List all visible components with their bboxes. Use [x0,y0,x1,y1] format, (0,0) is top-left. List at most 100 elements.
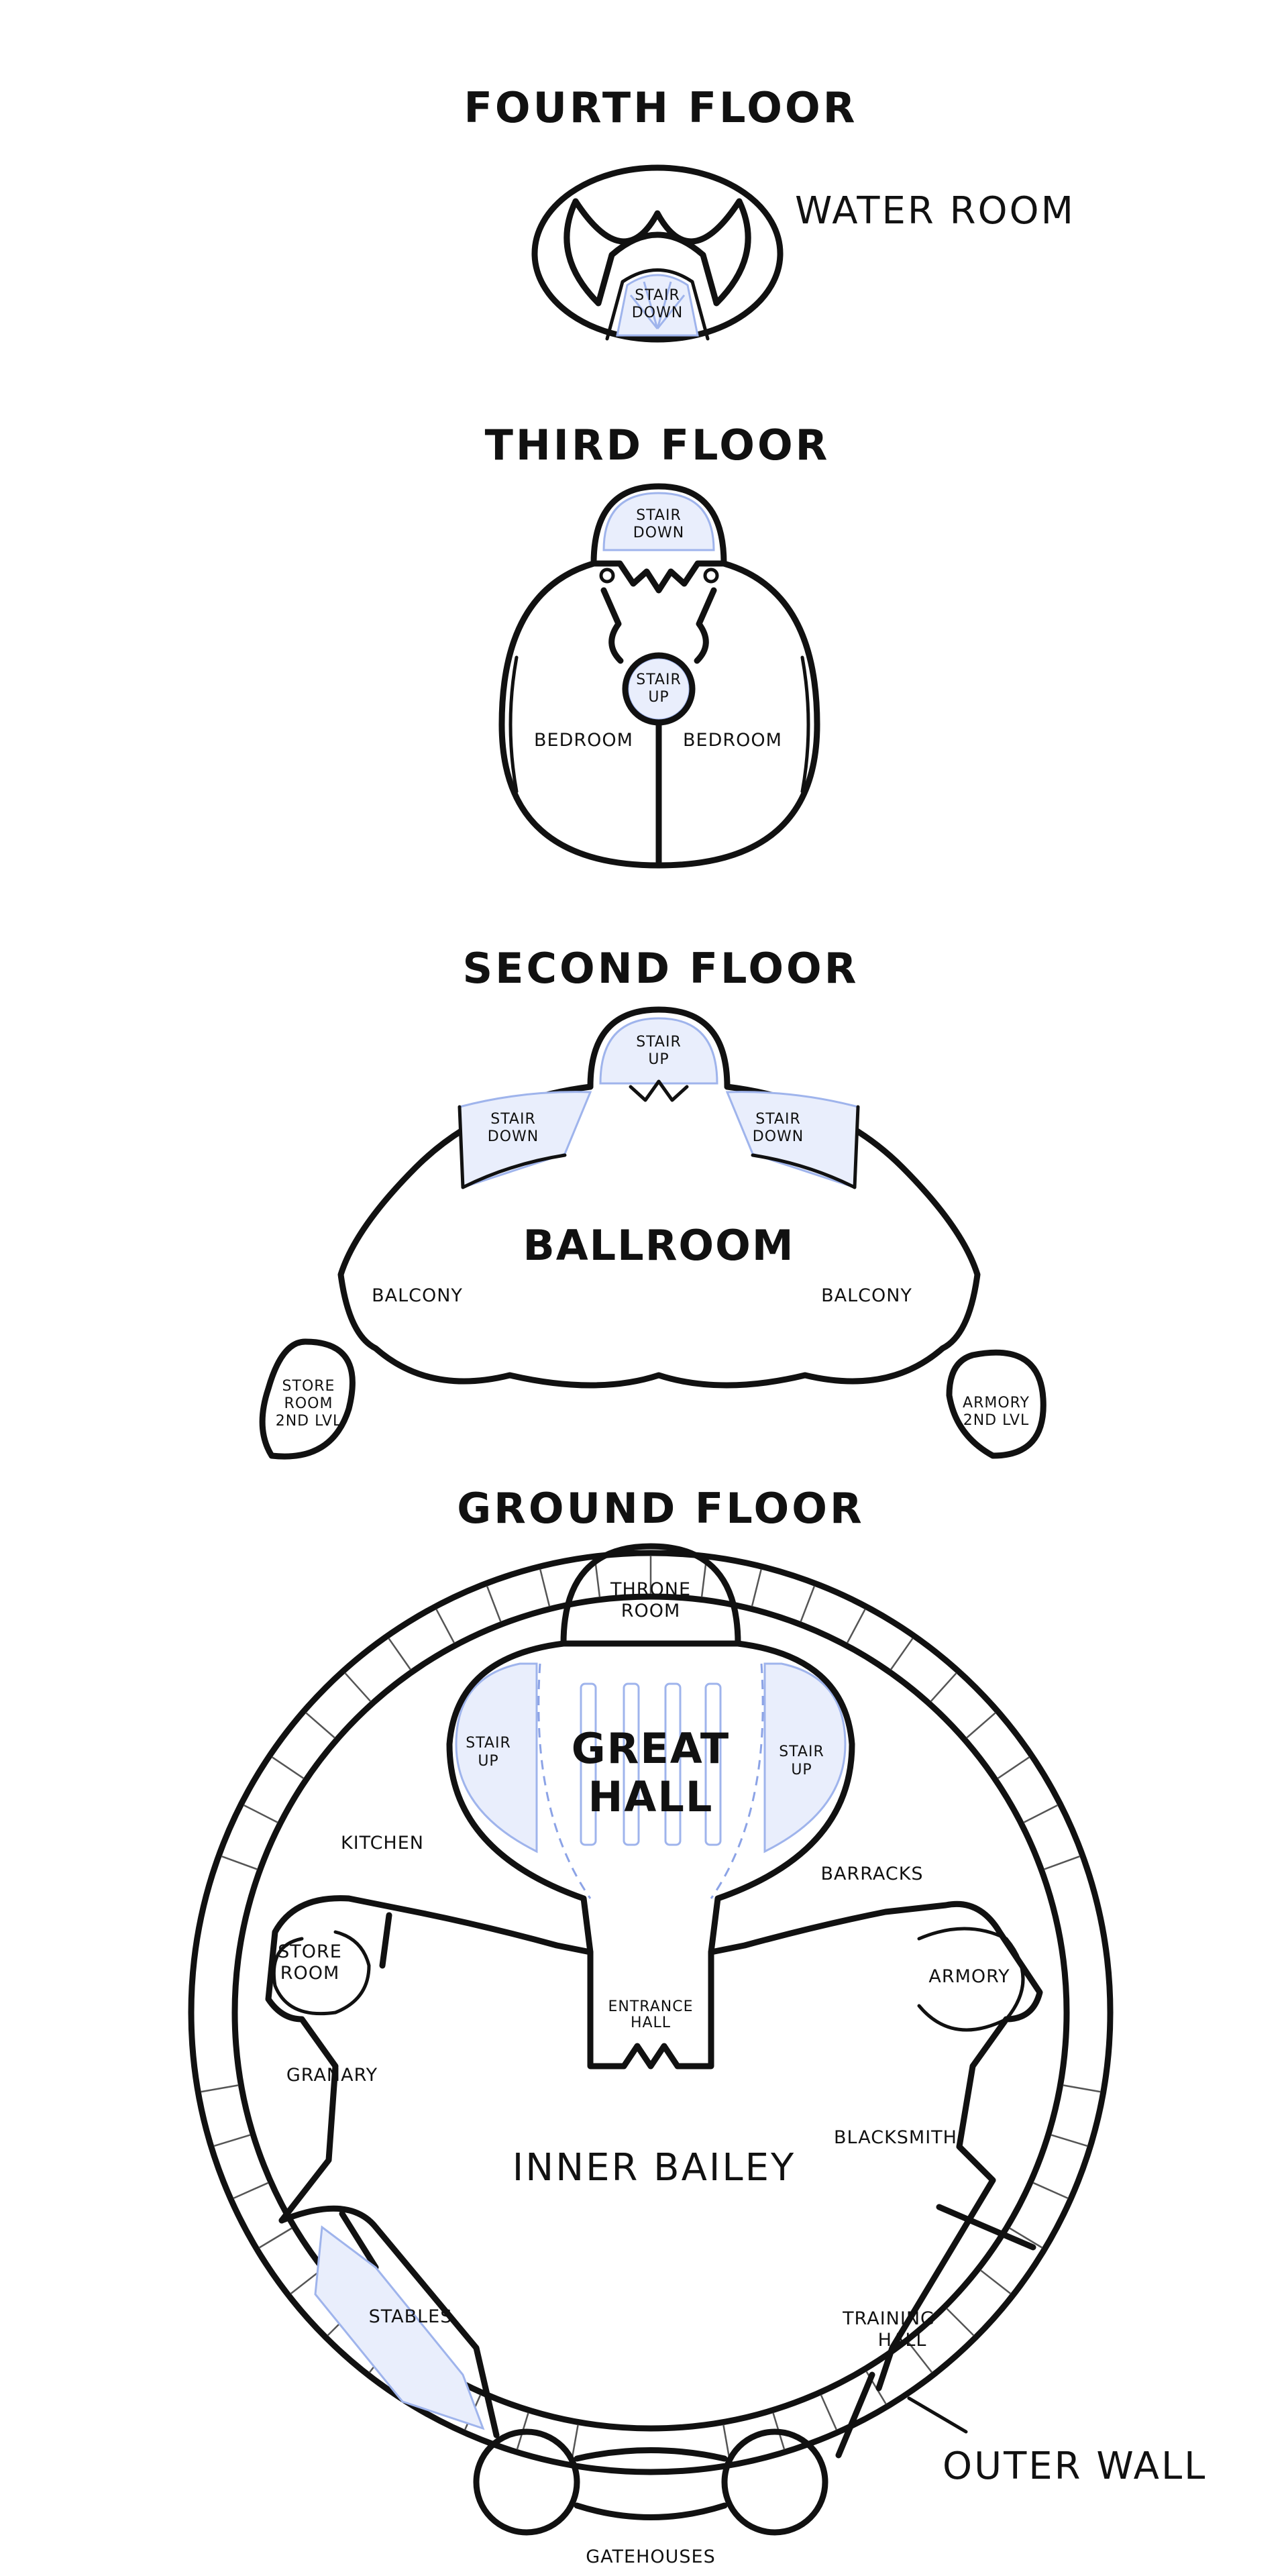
armory-2nd-label-2: 2ND LVL [963,1412,1030,1429]
fourth-stair-label-1: STAIR [635,287,680,304]
balcony-right-label: BALCONY [821,1285,912,1306]
fourth-stair-fill [616,274,699,337]
wall-segment-line [1043,1855,1081,1870]
ground-floor-title: GROUND FLOOR [457,1484,864,1533]
second-stair-down-left-label-1: STAIR [490,1111,536,1128]
third-stair-up-label-1: STAIR [636,672,682,688]
wall-segment-line [435,1609,455,1644]
wall-segment-line [233,2182,269,2200]
great-hall-columns [580,1682,722,1846]
ballroom-outline [337,1083,981,1389]
second-stair-up-fill [599,1017,718,1085]
great-hall-stair-left-fill [455,1662,538,1854]
wall-segment-line [258,2227,292,2249]
wall-segment-line [966,1712,996,1739]
third-stair-down-label-1: STAIR [636,507,682,524]
third-stair-up-label-2: UP [648,689,669,706]
store-2nd-label-3: 2ND LVL [276,1413,342,1430]
wall-segment-line [700,1558,708,1597]
inner-bailey-label: INNER BAILEY [513,2146,796,2190]
gatehouse-left [473,2428,580,2536]
wall-segment-line [1032,2182,1069,2200]
third-floor-title: THIRD FLOOR [485,421,830,470]
second-stair-down-left-label-2: DOWN [488,1128,539,1145]
great-hall-dashed-line [537,1663,764,1899]
third-stair-down-room [590,483,727,594]
outer-wall-leader-line [907,2396,968,2434]
entrance-hall-label-2: HALL [631,2015,671,2031]
throne-room-label-1: THRONE [610,1579,691,1600]
wall-segment-line [243,1804,278,1823]
third-bedroom-left-label: BEDROOM [534,730,633,751]
wall-segment-line [930,1672,957,1703]
wall-segment-line [1023,1804,1059,1823]
wall-segment-line [1009,2227,1043,2249]
wall-segment-line [486,1585,502,1622]
ground-stair-left-label-1: STAIR [466,1735,511,1752]
armory-2nd-label-1: ARMORY [963,1395,1030,1411]
second-stair-down-right-fill [725,1091,859,1189]
outer-wall-label: OUTER WALL [943,2445,1207,2488]
third-floor-outer-right [800,655,810,794]
outer-wall-ring-inner [231,1593,1070,2432]
training-hall-wall [835,2143,1036,2459]
stables-label: STABLES [369,2306,453,2327]
wall-segment-line [846,1609,866,1644]
third-bedroom-right-label: BEDROOM [683,730,782,751]
ballroom-label: BALLROOM [523,1221,794,1270]
second-stair-down-left-wall [458,1105,567,1189]
training-hall-label-1: TRAINING [842,2308,935,2329]
third-stair-down-label-2: DOWN [633,525,684,541]
water-room-label: WATER ROOM [795,189,1075,233]
granary-label: GRANARY [286,2065,378,2086]
fourth-stair-treads [629,281,686,329]
ground-stair-left-label-2: UP [478,1753,498,1770]
third-stair-down-fill [602,492,715,551]
wall-segment-line [1063,2084,1101,2093]
wall-segment-line [908,2341,933,2373]
store-2nd-label-2: ROOM [284,1395,333,1412]
great-hall-outline [446,1640,855,2070]
second-floor-title: SECOND FLOOR [463,944,859,993]
ground-floor-plan: GROUND FLOOR THRONE ROOM GREAT HALL STAI… [188,1484,1207,2567]
gate-wall [574,2447,728,2520]
wall-segment-line [290,2269,322,2295]
second-stair-down-right-label-2: DOWN [753,1128,804,1145]
wall-segment-line [388,1638,412,1670]
wall-segment-line [594,1558,601,1597]
second-stair-down-right-label-1: STAIR [755,1111,801,1128]
third-floor-outline [498,560,820,869]
inner-wall-right [708,1900,1043,2392]
stables-fill [314,2225,485,2430]
store-room-2nd-outline [259,1338,356,1460]
second-stair-up-label-1: STAIR [636,1034,682,1051]
wall-segment-line [820,2394,838,2430]
second-floor-plan: SECOND FLOOR STAIR UP STAIR DOWN STAIR D… [259,944,1046,1460]
water-room-inner-wall [564,198,751,307]
wall-segment-line [305,1712,335,1739]
armory-label: ARMORY [928,1966,1010,1987]
third-floor-plan: THIRD FLOOR STAIR DOWN STAIR UP BEDROOM … [485,421,830,869]
second-stair-up-room [587,1006,731,1090]
balcony-left-label: BALCONY [372,1285,463,1306]
wall-segment-line [539,1568,551,1607]
store-room-label-2: ROOM [280,1963,340,1984]
second-stair-up-label-2: UP [648,1051,669,1068]
second-stair-up-door [629,1079,689,1102]
stables-wall [278,2205,500,2438]
outer-wall-ring-outer [188,1550,1114,2475]
second-stair-down-right-wall [751,1105,860,1189]
wall-segment-line [1051,2134,1088,2147]
third-pillar-left [599,568,615,584]
store-room-round-wall [272,1930,371,2016]
kitchen-label: KITCHEN [341,1833,424,1854]
wall-segment-line [800,1585,816,1622]
second-stair-down-left-fill [458,1091,592,1189]
throne-room-label-2: ROOM [621,1601,681,1621]
wall-segment-line [221,1855,258,1870]
third-floor-outer-left [508,655,519,794]
wall-segment-line [946,2308,975,2337]
wall-segment-line [997,1756,1030,1780]
ground-stair-right-label-2: UP [791,1762,812,1778]
